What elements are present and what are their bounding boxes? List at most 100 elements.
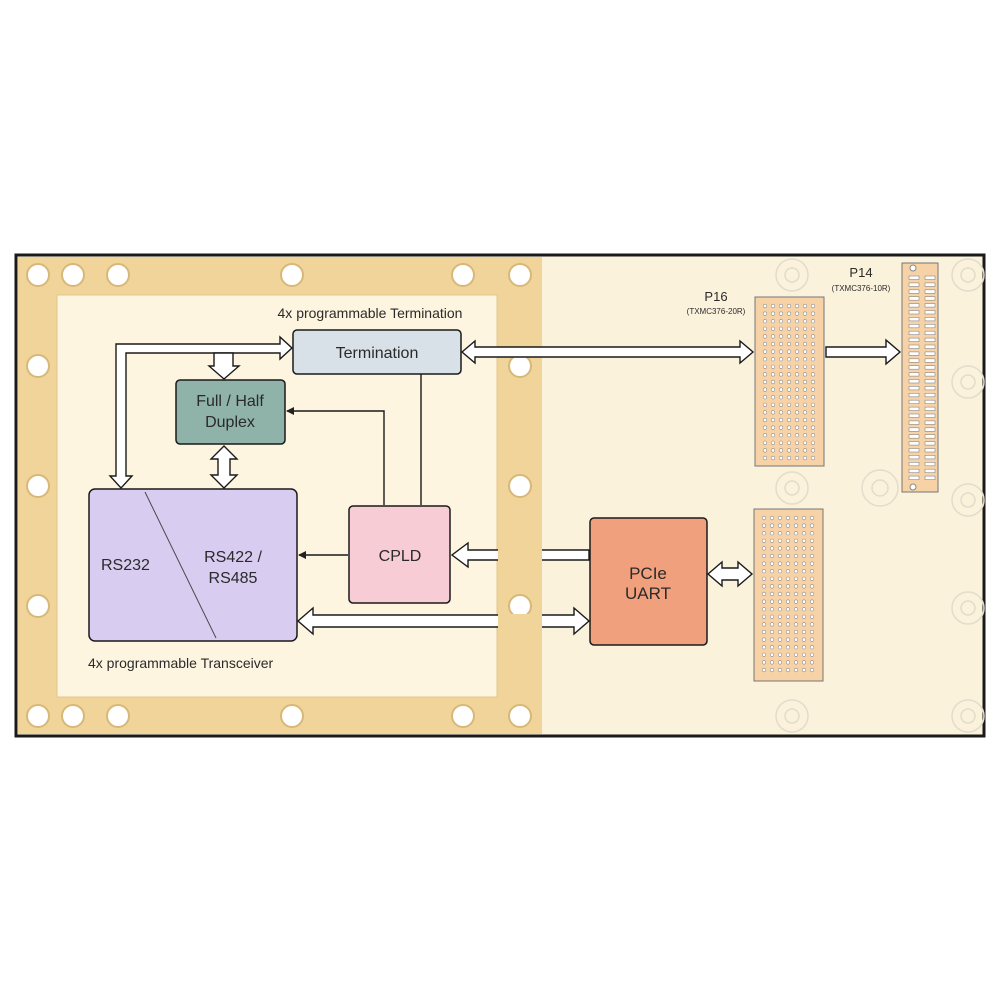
connector-pin (810, 319, 816, 324)
connector-pin (761, 538, 767, 543)
connector-pin (908, 365, 920, 370)
connector-pin (786, 357, 792, 362)
connector-pin (924, 323, 936, 329)
connector-pin (786, 433, 792, 438)
connector-pin (810, 372, 816, 377)
connector-pin (762, 402, 768, 407)
connector-pin (761, 667, 767, 673)
connector-pin (786, 455, 792, 461)
connector-pin (801, 599, 807, 604)
connector-pin (770, 349, 776, 354)
connector-pin (769, 629, 775, 635)
connector-pin (770, 326, 776, 331)
connector-pin (762, 357, 768, 362)
connector-pin (761, 652, 767, 657)
connector-pin (761, 553, 767, 559)
connector-pin (802, 455, 808, 461)
connector-pin (908, 289, 920, 294)
connector-pin (777, 515, 783, 521)
connector-pin (761, 584, 767, 589)
connector-pin (769, 569, 775, 574)
connector-pin (810, 349, 816, 354)
connector-pin (924, 337, 936, 342)
connector-pin (770, 372, 776, 377)
connector-pin (785, 515, 791, 521)
p14-connector (901, 262, 939, 493)
connector-pin (802, 417, 808, 423)
connector-pin (908, 330, 920, 336)
connector-pin (786, 319, 792, 324)
connector-pin (778, 379, 784, 385)
connector-pin (762, 425, 768, 430)
connector-pin (801, 576, 807, 581)
connector-pin (924, 455, 936, 460)
connector-pin (769, 576, 775, 581)
connector-pin (793, 553, 799, 559)
connector-pin (762, 364, 768, 369)
connector-pin (802, 387, 808, 392)
connector-pin (924, 358, 936, 363)
connector-pin (924, 441, 936, 446)
p16-name: P16 (704, 289, 727, 304)
connector-pin (778, 387, 784, 392)
connector-pin (762, 448, 768, 453)
connector-pin (769, 584, 775, 589)
connector-pin (769, 538, 775, 543)
connector-pin (785, 538, 791, 543)
connector-pin (778, 334, 784, 339)
connector-pin (777, 569, 783, 574)
connector-pin (924, 310, 936, 315)
connector-pin (810, 448, 816, 453)
connector-pin (924, 351, 936, 356)
connector-pin (762, 334, 768, 339)
connector-pin (801, 569, 807, 574)
connector-pin (793, 515, 799, 521)
connector-pin (785, 569, 791, 574)
connector-pin (802, 379, 808, 385)
connector-pin (908, 427, 920, 432)
connector-pin (778, 433, 784, 438)
connector-pin (762, 319, 768, 324)
connector-pin (809, 531, 815, 536)
connector-pin (777, 523, 783, 528)
connector-pin (762, 455, 768, 461)
connector-pin (785, 607, 791, 612)
connector-pin (802, 303, 808, 309)
connector-pin (793, 599, 799, 604)
connector-pin (762, 387, 768, 392)
bus-termination-p16 (460, 339, 755, 365)
connector-pin (761, 629, 767, 635)
connector-pin (801, 531, 807, 536)
signal-lines (286, 374, 422, 559)
connector-pin (777, 599, 783, 604)
connector-pin (801, 645, 807, 650)
connector-pin (809, 553, 815, 559)
connector-pin (778, 349, 784, 354)
connector-pin (809, 667, 815, 673)
connector-pin (786, 440, 792, 445)
connector-pin (810, 387, 816, 392)
connector-pin (794, 387, 800, 392)
connector-pin (802, 326, 808, 331)
connector-pin (908, 406, 920, 411)
connector-pin (801, 667, 807, 673)
connector-pin (809, 546, 815, 551)
connector-pin (770, 387, 776, 392)
connector-pin (809, 660, 815, 665)
connector-pin (908, 337, 920, 342)
connector-pin (908, 434, 920, 439)
connector-pin (802, 425, 808, 430)
connector-pin (778, 303, 784, 309)
connector-pin (810, 455, 816, 461)
connector-pin (777, 576, 783, 581)
connector-pin (770, 410, 776, 415)
connector-pin (810, 303, 816, 309)
termination-group-label: 4x programmable Termination (278, 305, 463, 321)
connector-pin (794, 448, 800, 453)
connector-pin (802, 357, 808, 362)
transceiver-divider (144, 491, 217, 639)
connector-pin (769, 637, 775, 642)
connector-pin (777, 637, 783, 642)
connector-pin (786, 303, 792, 309)
connector-pin (908, 351, 920, 356)
